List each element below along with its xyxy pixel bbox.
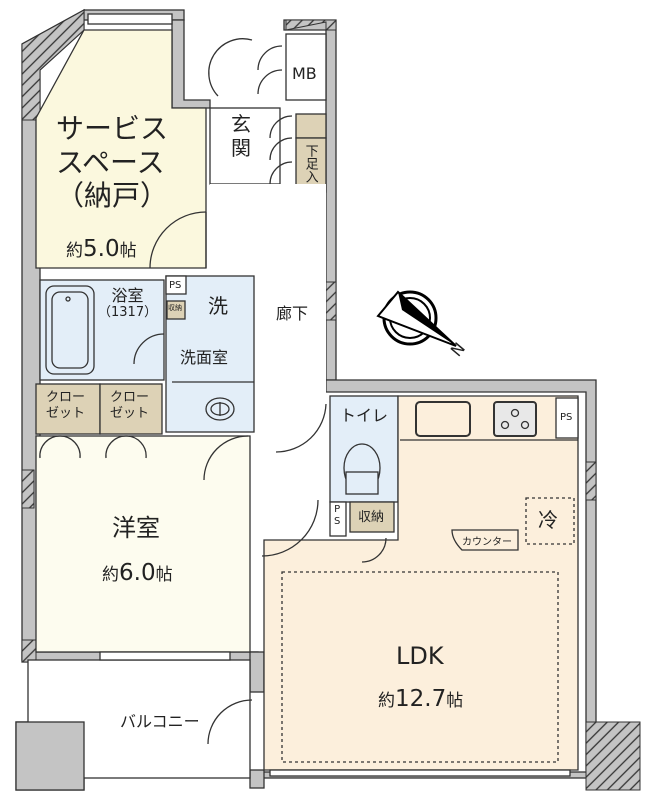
closet2-line2: ゼット	[110, 405, 150, 421]
genkan-line2: 関	[231, 136, 251, 160]
area-value: 6.0	[119, 560, 156, 586]
service-space-line2: スペース	[56, 145, 165, 179]
compass-icon	[376, 290, 457, 347]
closet1-label: クロー ゼット	[46, 390, 85, 421]
storage-wash-label: 収納	[168, 304, 182, 312]
area-prefix: 約	[66, 241, 83, 261]
ps-toilet-line1: P	[334, 504, 341, 515]
closet1-line1: クロー	[46, 390, 86, 405]
ps-wash-label: PS	[169, 280, 182, 291]
counter-label: カウンター	[462, 537, 512, 548]
area-value: 12.7	[395, 686, 447, 712]
service-space-fill	[35, 29, 207, 269]
closet2-line1: クロー	[110, 390, 150, 405]
western-room-area: 約6.0帖	[102, 560, 173, 588]
corridor-label: 廊下	[276, 304, 309, 323]
washroom-label: 洗面室	[180, 348, 229, 367]
bathroom-label: 浴室 （1317）	[98, 286, 157, 321]
door-swings	[39, 38, 387, 745]
area-suffix: 帖	[155, 565, 173, 585]
getabako-label: 下足入	[302, 144, 318, 183]
area-suffix: 帖	[119, 241, 137, 261]
service-space-line1: サービス	[56, 112, 169, 145]
washer-label: 洗	[208, 294, 228, 318]
ps-toilet-label: P S	[334, 504, 340, 528]
service-space-label: サービス スペース （納戸）	[56, 112, 168, 213]
storage-toilet-label: 収納	[358, 510, 385, 525]
genkan-label: 玄 関	[231, 112, 251, 160]
service-space-area: 約5.0帖	[66, 236, 137, 264]
room-fills	[15, 29, 579, 791]
closet1-line2: ゼット	[46, 405, 86, 421]
western-room-label: 洋室	[112, 514, 160, 542]
fridge-label: 冷	[538, 508, 558, 532]
ldk-label: LDK	[396, 642, 444, 670]
mb-label: MB	[292, 64, 317, 83]
closet2-label: クロー ゼット	[110, 390, 149, 421]
structural-hatch	[21, 9, 641, 791]
area-value: 5.0	[83, 236, 120, 262]
genkan-line1: 玄	[231, 112, 251, 136]
bathroom-size: （1317）	[98, 305, 158, 321]
ps-kitchen-label: PS	[560, 412, 573, 423]
balcony-label: バルコニー	[120, 712, 200, 731]
ps-toilet-line2: S	[334, 516, 341, 527]
ldk-area: 約12.7帖	[378, 686, 463, 714]
bathroom-name: 浴室	[111, 286, 144, 305]
toilet-label: トイレ	[340, 406, 389, 425]
area-prefix: 約	[378, 691, 395, 711]
area-prefix: 約	[102, 565, 119, 585]
area-suffix: 帖	[446, 691, 464, 711]
windows	[87, 13, 571, 777]
service-space-line3: （納戸）	[56, 179, 169, 213]
